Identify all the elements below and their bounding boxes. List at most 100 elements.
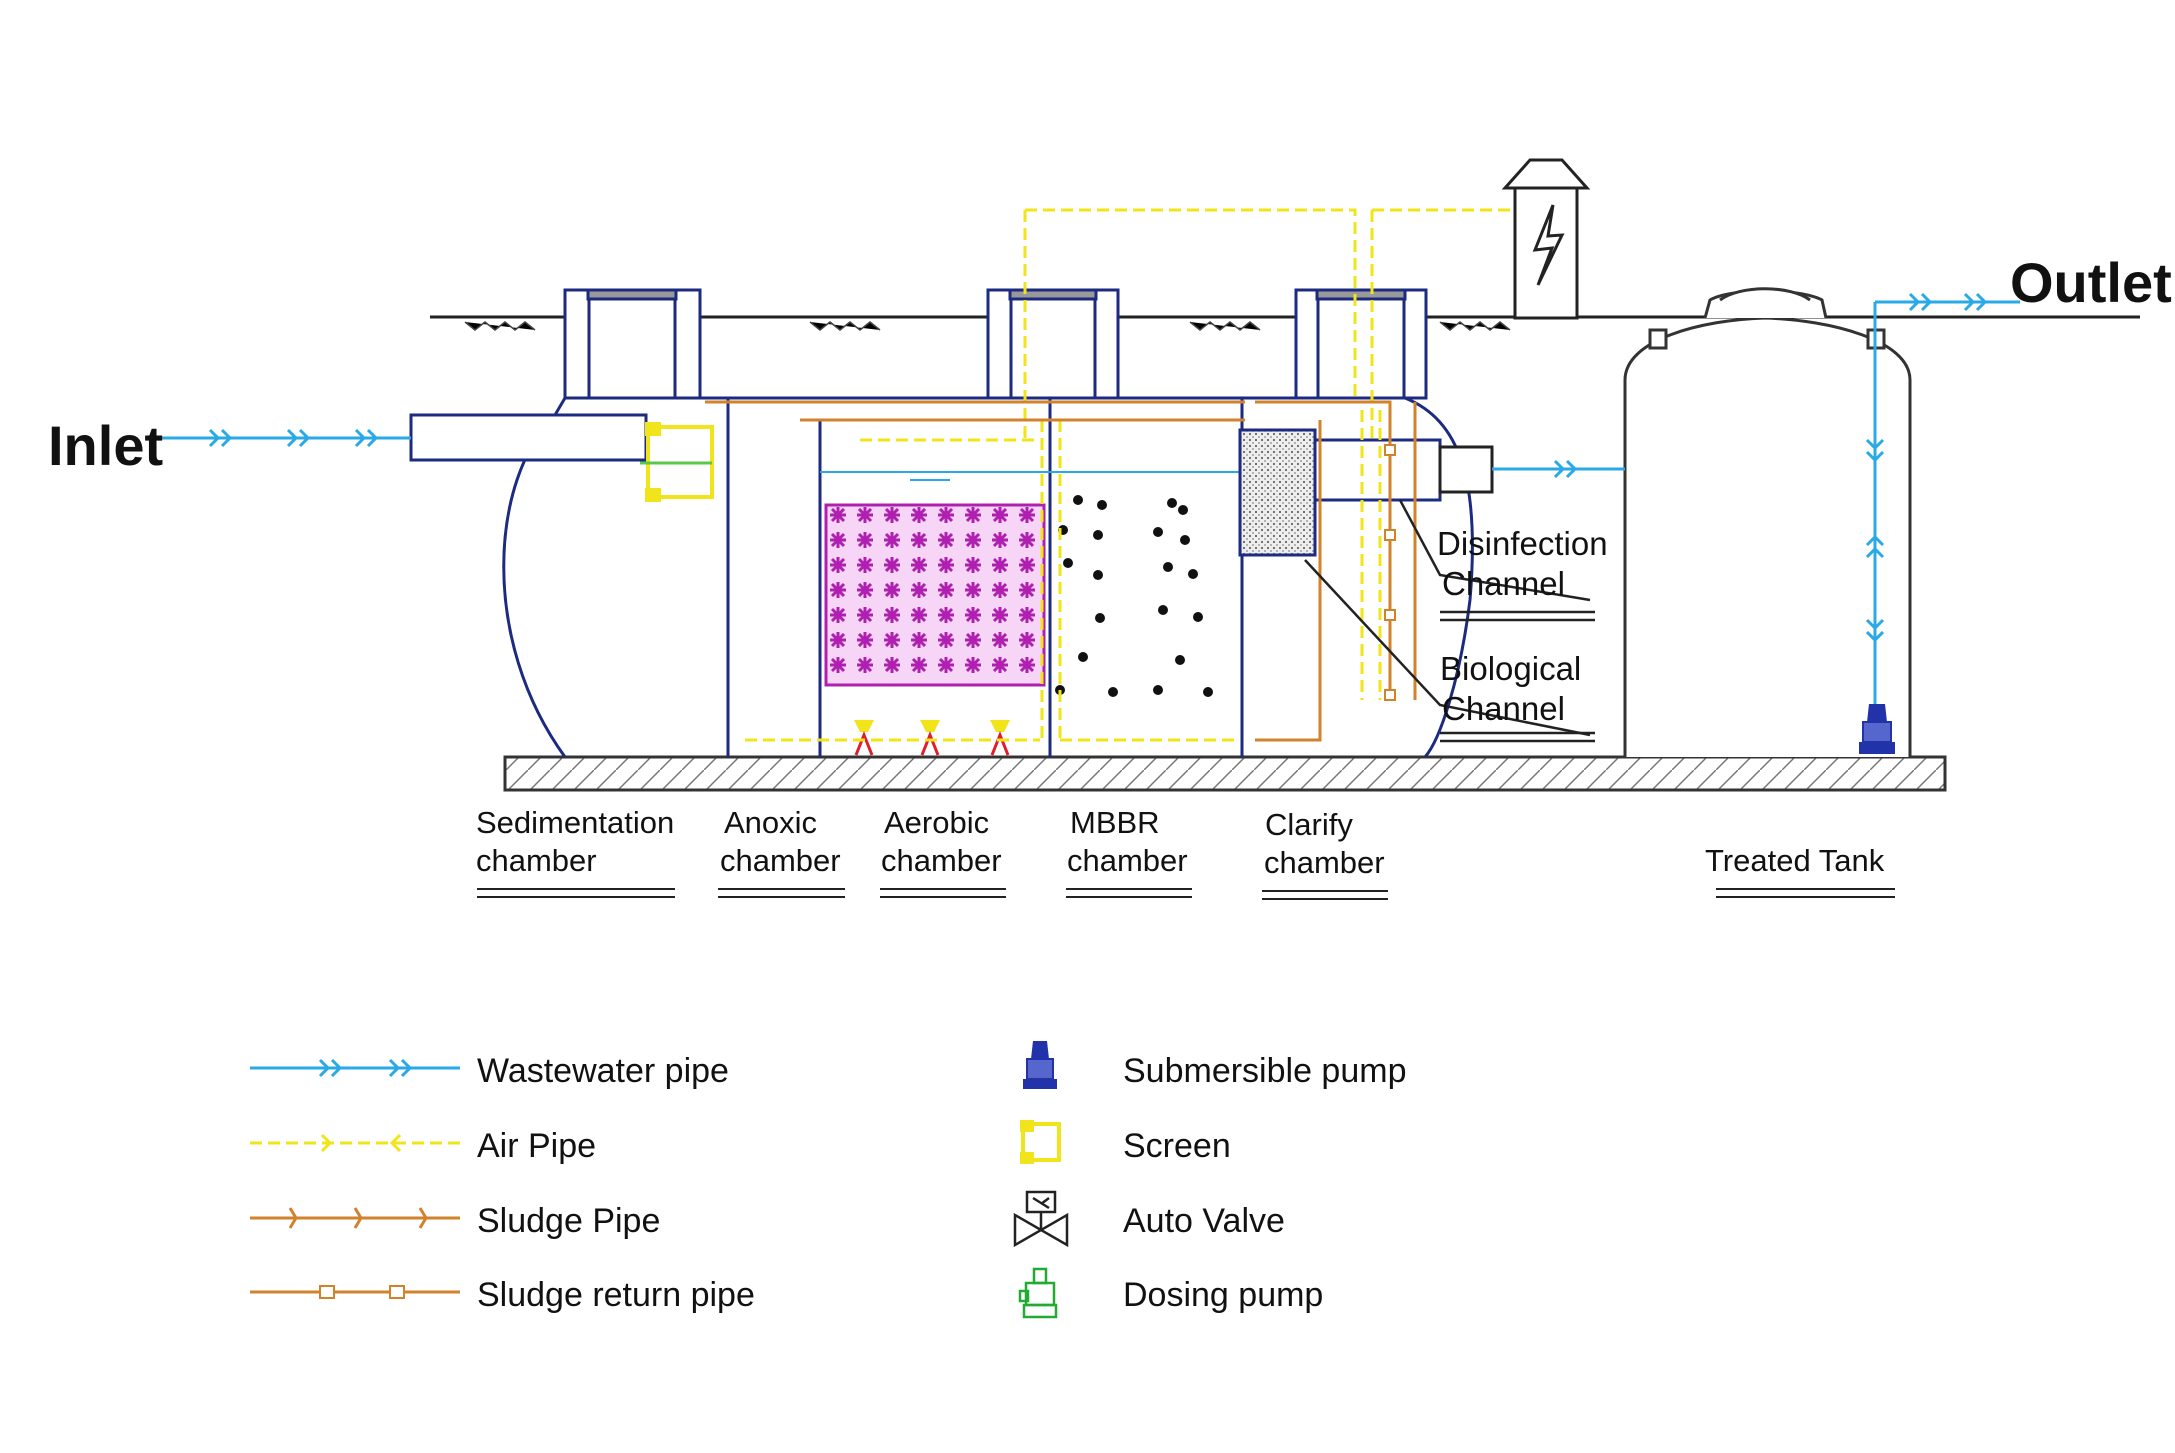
legend-sludge-return: Sludge return pipe: [250, 1276, 755, 1314]
legend-label-sludge-return: Sludge return pipe: [477, 1276, 755, 1314]
media-element: [992, 607, 1008, 623]
chamber-label-clarify-2: chamber: [1264, 845, 1385, 880]
media-element: [911, 557, 927, 573]
media-element: [857, 532, 873, 548]
chamber-label-clarify-1: Clarify: [1265, 807, 1353, 842]
media-element: [1019, 582, 1035, 598]
mbbr-carrier: [1180, 535, 1190, 545]
auto-valve-icon: [1013, 1190, 1069, 1248]
legend-auto-valve: Auto Valve: [1013, 1190, 1285, 1248]
callout-lines: [1304, 499, 1595, 743]
mbbr-carrier: [1163, 562, 1173, 572]
media-element: [1019, 607, 1035, 623]
media-element: [911, 632, 927, 648]
legend-submersible-pump: Submersible pump: [1023, 1041, 1406, 1090]
media-element: [830, 582, 846, 598]
media-element: [965, 632, 981, 648]
media-element: [1019, 657, 1035, 673]
media-element: [830, 607, 846, 623]
media-element: [884, 657, 900, 673]
legend-dosing-pump: Dosing pump: [1018, 1267, 1323, 1319]
media-element: [992, 582, 1008, 598]
base-slab: [503, 755, 1947, 792]
media-element: [884, 532, 900, 548]
outlet-label: Outlet: [2010, 251, 2172, 314]
mbbr-carrier: [1078, 652, 1088, 662]
media-element: [911, 657, 927, 673]
media-element: [965, 582, 981, 598]
mbbr-carrier: [1093, 570, 1103, 580]
media-element: [938, 657, 954, 673]
media-element: [884, 507, 900, 523]
media-element: [1019, 532, 1035, 548]
media-element: [830, 557, 846, 573]
media-element: [911, 532, 927, 548]
media-element: [911, 582, 927, 598]
mbbr-carrier: [1203, 687, 1213, 697]
mbbr-carrier: [1193, 612, 1203, 622]
control-box: [1501, 158, 1591, 320]
diffusers: [854, 720, 1010, 756]
media-element: [938, 582, 954, 598]
chamber-label-aerobic-2: chamber: [881, 843, 1002, 878]
chamber-labels: Sedimentation chamber Anoxic chamber Aer…: [476, 805, 1895, 900]
biological-label-2: Channel: [1442, 690, 1565, 727]
media-element: [1019, 557, 1035, 573]
media-element: [830, 657, 846, 673]
mbbr-carrier: [1063, 558, 1073, 568]
sludge-pipes: [705, 400, 1417, 742]
media-element: [938, 607, 954, 623]
chamber-label-aerobic-1: Aerobic: [884, 805, 989, 840]
media-element: [857, 582, 873, 598]
media-element: [938, 557, 954, 573]
media-element: [884, 632, 900, 648]
submersible-pump: [1859, 704, 1895, 754]
biological-label-1: Biological: [1440, 650, 1581, 687]
legend-label-auto-valve: Auto Valve: [1123, 1202, 1285, 1240]
main-tank: [502, 288, 1474, 758]
mbbr-carrier: [1158, 605, 1168, 615]
dosing-pump-icon: [1018, 1267, 1058, 1319]
disinfection-label-1: Disinfection: [1437, 525, 1608, 562]
sludge-markers: [1384, 444, 1396, 701]
mbbr-carrier: [1108, 687, 1118, 697]
chamber-label-treated: Treated Tank: [1705, 843, 1885, 878]
legend-label-screen: Screen: [1123, 1127, 1231, 1165]
mbbr-carrier: [1178, 505, 1188, 515]
mbbr-carrier: [1073, 495, 1083, 505]
chamber-label-sedimentation-2: chamber: [476, 843, 597, 878]
media-element: [965, 657, 981, 673]
mbbr-carrier: [1097, 500, 1107, 510]
legend-sludge: Sludge Pipe: [250, 1202, 660, 1240]
media-element: [965, 507, 981, 523]
treated-tank: [1623, 287, 1912, 757]
media-element: [857, 657, 873, 673]
media-element: [857, 557, 873, 573]
inlet-label: Inlet: [48, 414, 163, 477]
screen-icon: [1020, 1120, 1061, 1164]
mbbr-carrier: [1175, 655, 1185, 665]
chamber-label-anoxic-1: Anoxic: [724, 805, 817, 840]
mbbr-carriers: [1055, 495, 1213, 697]
legend-label-air: Air Pipe: [477, 1127, 596, 1165]
legend-screen: Screen: [1020, 1120, 1231, 1165]
chamber-label-anoxic-2: chamber: [720, 843, 841, 878]
media-element: [965, 532, 981, 548]
disinfection-label-2: Channel: [1442, 565, 1565, 602]
media-element: [857, 607, 873, 623]
media-element: [965, 557, 981, 573]
media-element: [938, 632, 954, 648]
media-element: [1019, 632, 1035, 648]
media-element: [830, 507, 846, 523]
ground: [430, 315, 2140, 331]
media-element: [938, 507, 954, 523]
aerobic-media: [824, 503, 1046, 687]
media-element: [830, 632, 846, 648]
inlet-pipe: [409, 413, 714, 502]
media-element: [992, 507, 1008, 523]
legend-wastewater: Wastewater pipe: [250, 1052, 729, 1090]
clarifier-box: [1238, 428, 1494, 557]
chamber-label-sedimentation-1: Sedimentation: [476, 805, 674, 840]
media-element: [992, 532, 1008, 548]
